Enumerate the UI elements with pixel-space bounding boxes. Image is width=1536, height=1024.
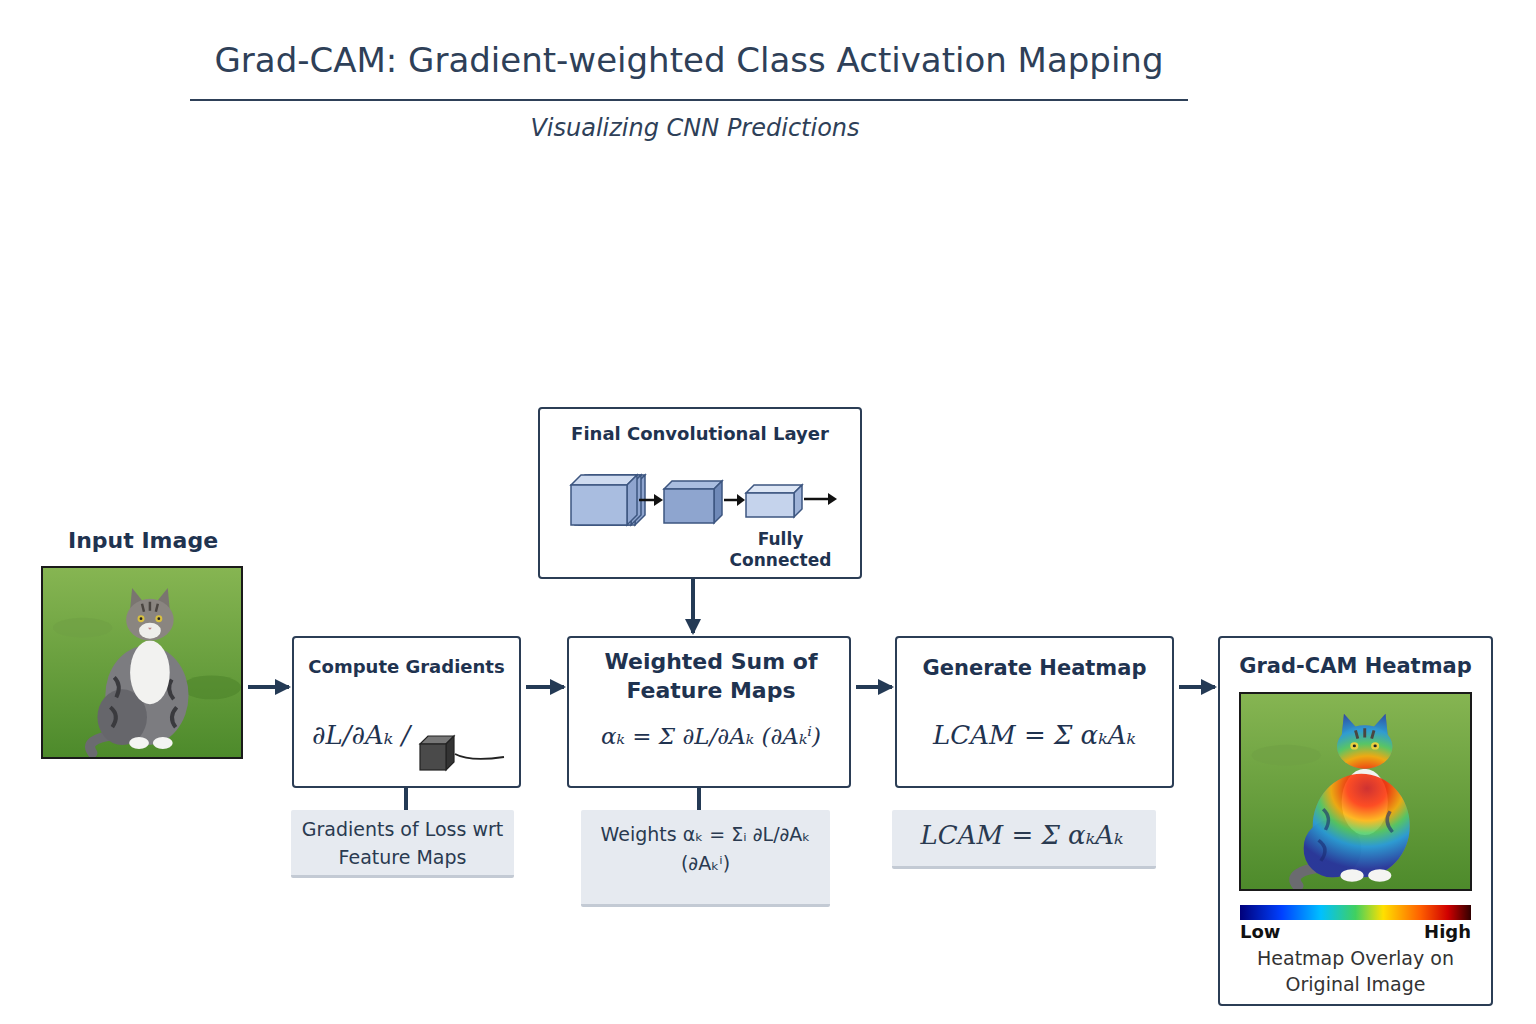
link-line: [697, 788, 701, 810]
process-box: Weighted Sum of Feature Maps αₖ = Σ ∂L/∂A…: [567, 636, 851, 788]
image-heading: Input Image: [68, 528, 248, 554]
scale-label: High: [1391, 921, 1471, 942]
illustration-part: [1319, 809, 1393, 861]
illustration-part: [1353, 744, 1356, 747]
illustration-part: [664, 489, 714, 523]
illustration-part: [1356, 728, 1374, 738]
box-heading: Weighted Sum of Feature Maps: [573, 648, 849, 705]
illustration-part: [1340, 869, 1363, 881]
formula: LCAM = Σ αₖAₖ: [892, 820, 1152, 851]
note-box: Gradients of Loss wrt Feature Maps: [291, 810, 514, 878]
illustration-part: [1240, 693, 1471, 890]
title-rule: [190, 99, 1188, 101]
illustration-part: [1240, 693, 1471, 890]
output-panel: Grad-CAM HeatmapHeatmap Overlay on Origi…: [1218, 636, 1493, 1006]
illustration-part: [664, 481, 722, 489]
illustration-part: [129, 737, 149, 749]
note-text: Weights αₖ = Σᵢ ∂L/∂Aₖ (∂Aₖⁱ): [587, 820, 824, 877]
process-box: Compute Gradients ∂L/∂Aₖ /: [292, 636, 521, 788]
illustration-part: [130, 641, 170, 705]
formula: ∂L/∂Aₖ /: [312, 720, 420, 751]
flow-arrow: [1179, 685, 1215, 689]
color-bar: [1240, 905, 1471, 920]
illustration-part: [724, 499, 737, 502]
illustration-part: [148, 628, 152, 630]
heatmap-photo: [1240, 693, 1471, 890]
box-heading: Compute Gradients: [294, 656, 519, 678]
diagram-title: Grad-CAM: Gradient-weighted Class Activa…: [215, 40, 1164, 80]
illustration-part: [571, 475, 637, 485]
illustration-part: [446, 736, 454, 770]
cat-photo: [43, 568, 241, 757]
link-line: [404, 788, 408, 810]
illustration-part: [737, 494, 745, 506]
layer-box: Final Convolutional LayerFully Connected: [538, 407, 862, 579]
illustration-part: [455, 754, 504, 759]
illustration-part: [1350, 742, 1358, 749]
illustration-part: [1371, 742, 1379, 749]
panel-caption: Heatmap Overlay on Original Image: [1234, 946, 1477, 997]
illustration-part: [571, 485, 627, 525]
flow-arrow: [691, 579, 695, 633]
scale-label: Low: [1240, 921, 1310, 942]
layer-caption: Fully Connected: [723, 529, 838, 572]
process-box: Generate HeatmapLCAM = Σ αₖAₖ: [895, 636, 1174, 788]
illustration-part: [153, 737, 173, 749]
illustration-part: [571, 475, 802, 525]
illustration-part: [714, 481, 722, 523]
layer-blocks: [571, 475, 837, 525]
box-heading: Grad-CAM Heatmap: [1220, 654, 1491, 679]
illustration-part: [794, 485, 802, 517]
illustration-part: [142, 602, 158, 612]
illustration-part: [43, 568, 241, 757]
illustration-part: [1374, 744, 1377, 747]
illustration-part: [139, 623, 161, 639]
illustration-part: [828, 493, 837, 505]
illustration-part: [654, 494, 663, 506]
illustration-part: [1252, 745, 1321, 766]
cube-icon: [420, 736, 504, 770]
heatmap-frame: [1240, 693, 1471, 890]
illustration-part: [639, 499, 654, 502]
illustration-part: [746, 493, 794, 517]
input-image: Input Image: [41, 566, 243, 759]
note-box: Weights αₖ = Σᵢ ∂L/∂Aₖ (∂Aₖⁱ): [581, 810, 830, 907]
illustration-part: [420, 744, 446, 770]
flow-arrow: [856, 685, 892, 689]
box-heading: Final Convolutional Layer: [540, 423, 860, 445]
note-box: LCAM = Σ αₖAₖ: [892, 810, 1156, 869]
formula: LCAM = Σ αₖAₖ: [897, 720, 1172, 751]
illustration-part: [1368, 869, 1391, 881]
flow-arrow: [526, 685, 564, 689]
illustration-part: [140, 617, 143, 620]
flow-arrow: [248, 685, 289, 689]
box-heading: Generate Heatmap: [897, 656, 1172, 681]
illustration-part: [126, 599, 174, 641]
illustration-part: [157, 617, 160, 620]
illustration-part: [746, 485, 802, 493]
illustration-part: [155, 615, 162, 622]
illustration-part: [138, 615, 145, 622]
illustration-part: [804, 498, 828, 501]
illustration-part: [53, 618, 112, 638]
illustration-part: [639, 499, 828, 500]
note-text: Gradients of Loss wrt Feature Maps: [297, 816, 508, 871]
subtitle: Visualizing CNN Predictions: [395, 114, 995, 142]
illustration-part: [654, 493, 837, 506]
illustration-part: [182, 675, 241, 699]
illustration-part: [627, 475, 637, 525]
formula: αₖ = Σ ∂L/∂Aₖ (∂Aₖⁱ): [573, 722, 849, 751]
